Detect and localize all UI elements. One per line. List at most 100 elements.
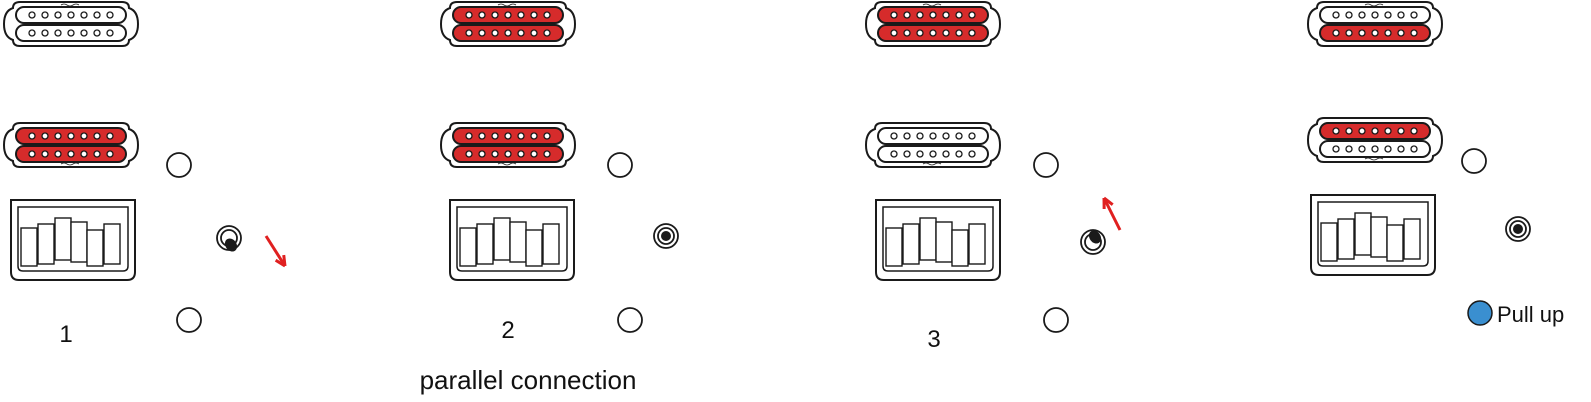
bridge-pickup <box>439 122 577 168</box>
knob-icon <box>617 307 643 333</box>
pole-piece <box>517 132 525 140</box>
pole-piece <box>1332 11 1340 19</box>
pole-piece <box>1332 127 1340 135</box>
mini-toggle-icon <box>216 225 242 252</box>
neck-pickup <box>2 1 140 47</box>
pole-piece <box>1371 11 1379 19</box>
pole-piece <box>67 132 75 140</box>
pole-piece <box>903 150 911 158</box>
pole-piece <box>968 132 976 140</box>
caption-parallel-connection: parallel connection <box>420 365 637 395</box>
knob-icon <box>607 152 633 178</box>
pole-piece <box>1371 127 1379 135</box>
pole-piece <box>80 11 88 19</box>
bridge-pickup <box>864 122 1002 168</box>
switch-blade <box>1337 218 1355 260</box>
pole-piece <box>1332 29 1340 37</box>
pole-piece <box>942 132 950 140</box>
pole-piece <box>491 132 499 140</box>
pole-piece <box>28 29 36 37</box>
pole-piece <box>968 29 976 37</box>
pole-piece <box>80 150 88 158</box>
pole-piece <box>465 11 473 19</box>
pole-piece <box>1332 145 1340 153</box>
pole-piece <box>1397 145 1405 153</box>
pole-piece <box>890 150 898 158</box>
pole-piece <box>465 132 473 140</box>
pole-piece <box>929 132 937 140</box>
pole-piece <box>1345 127 1353 135</box>
pole-piece <box>67 11 75 19</box>
logo-mark <box>60 162 80 166</box>
switch-blade <box>885 227 903 267</box>
pole-piece <box>530 150 538 158</box>
pole-piece <box>504 150 512 158</box>
pole-piece <box>1410 145 1418 153</box>
logo-mark <box>1364 157 1384 161</box>
neck-pickup <box>439 1 577 47</box>
pole-piece <box>28 11 36 19</box>
pole-piece <box>543 11 551 19</box>
mini-toggle-icon <box>1505 216 1531 242</box>
pole-piece <box>465 150 473 158</box>
pole-piece <box>955 29 963 37</box>
pole-piece <box>28 150 36 158</box>
switch-position-1: 1 <box>2 1 287 348</box>
pole-piece <box>1410 127 1418 135</box>
pole-piece <box>54 150 62 158</box>
pole-piece <box>543 132 551 140</box>
logo-mark <box>922 3 942 7</box>
pole-piece <box>916 29 924 37</box>
knob-icon <box>176 307 202 333</box>
switch-blade <box>37 223 55 265</box>
arrow-icon <box>264 235 287 268</box>
switch-blade <box>54 217 72 261</box>
knob-icon <box>1043 307 1069 333</box>
pole-piece <box>1384 29 1392 37</box>
pole-piece <box>1384 127 1392 135</box>
pole-piece <box>916 11 924 19</box>
pole-piece <box>93 11 101 19</box>
pole-piece <box>80 132 88 140</box>
pole-piece <box>543 150 551 158</box>
logo-mark <box>497 162 517 166</box>
pole-piece <box>955 150 963 158</box>
switch-blade <box>1320 222 1338 262</box>
bridge-pickup <box>2 122 140 168</box>
pole-piece <box>890 29 898 37</box>
pole-piece <box>903 11 911 19</box>
logo-mark <box>497 3 517 7</box>
switch-blade <box>493 217 511 261</box>
pole-piece <box>67 29 75 37</box>
bridge-pickup <box>1306 117 1444 163</box>
blade-switch-icon <box>10 199 136 281</box>
pole-piece <box>504 132 512 140</box>
switch-blade <box>476 223 494 265</box>
pole-piece <box>942 150 950 158</box>
switch-blade <box>86 229 104 267</box>
pole-piece <box>491 29 499 37</box>
switch-blade <box>70 221 88 263</box>
pole-piece <box>54 29 62 37</box>
pole-piece <box>491 150 499 158</box>
pole-piece <box>903 29 911 37</box>
pole-piece <box>1345 11 1353 19</box>
switch-blade <box>509 221 527 263</box>
logo-mark <box>60 3 80 7</box>
pole-piece <box>1384 11 1392 19</box>
pole-piece <box>465 29 473 37</box>
pole-piece <box>1397 127 1405 135</box>
neck-pickup <box>864 1 1002 47</box>
pole-piece <box>1410 11 1418 19</box>
mini-toggle-icon <box>1080 229 1106 255</box>
switch-blade <box>902 223 920 265</box>
pole-piece <box>530 29 538 37</box>
switch-blade <box>542 223 560 265</box>
arrow-icon <box>1102 196 1122 231</box>
pole-piece <box>916 150 924 158</box>
switch-blade <box>951 229 969 267</box>
mini-toggle-icon <box>653 223 679 249</box>
pole-piece <box>942 29 950 37</box>
pole-piece <box>478 132 486 140</box>
